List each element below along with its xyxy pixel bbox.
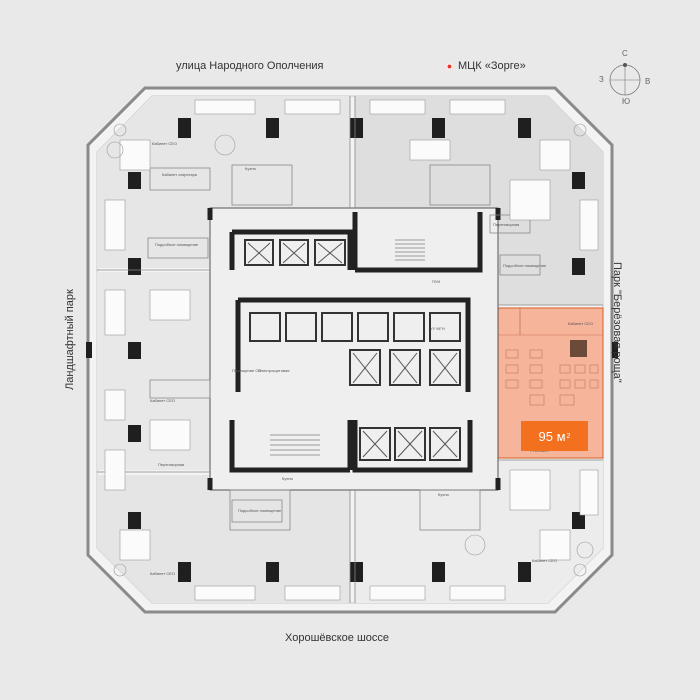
room-label-meeting-right: Переговорная (493, 222, 519, 227)
room-label-ceo-left: Кабинет CEO (150, 398, 175, 403)
selected-office-column (570, 340, 587, 357)
street-label-left: Ландшафтный парк (64, 289, 76, 390)
compass-south: Ю (622, 97, 631, 106)
room-label-ceo-br: Кабинет CEO (532, 558, 557, 563)
room-label-kitchen-bottom: Кухня (282, 476, 293, 481)
room-label-ceo: Кабинет CEO (152, 141, 177, 146)
columns (86, 118, 618, 582)
compass-west: З (599, 75, 604, 84)
room-label-kitchen: Кухня (245, 166, 256, 171)
metro-icon (446, 62, 453, 70)
room-label-ceo-bl: Кабинет CEO (150, 571, 175, 576)
compass-east: В (645, 77, 651, 86)
metro-name: МЦК «Зорге» (458, 60, 526, 72)
street-label-top: улица Народного Ополчения (176, 60, 324, 72)
compass-north: С (622, 49, 628, 58)
room-label-electrical: Электрощитовая (258, 368, 289, 373)
room-label-sanitary: Помещение ОС (232, 368, 261, 373)
room-label-shaft: УУ МГН (430, 326, 445, 331)
street-label-bottom: Хорошёвское шоссе (285, 632, 390, 644)
room-label-secretary: Кабинет секретаря (162, 172, 197, 177)
area-value: 95 м (538, 428, 566, 444)
zone-top-left (97, 96, 350, 268)
compass-rose-icon: С Ю З В (595, 49, 655, 106)
room-label-pumu: ПУИ (432, 279, 440, 284)
zone-bottom-left (97, 475, 350, 603)
street-label-right: Парк "Берёзовая роща" (611, 262, 623, 383)
room-label-kitchen-br: Кухня (438, 492, 449, 497)
room-label-meeting: Переговорная (158, 462, 184, 467)
room-label-ceo-unit: Кабинет CEO (568, 321, 593, 326)
room-label-utility-right: Подсобное помещение (503, 263, 547, 268)
metro-label: МЦК «Зорге» (446, 60, 526, 72)
area-unit: 2 (566, 432, 571, 440)
room-label-utility: Подсобное помещение (155, 242, 199, 247)
room-label-utility-bottom: Подсобное помещение (238, 508, 282, 513)
